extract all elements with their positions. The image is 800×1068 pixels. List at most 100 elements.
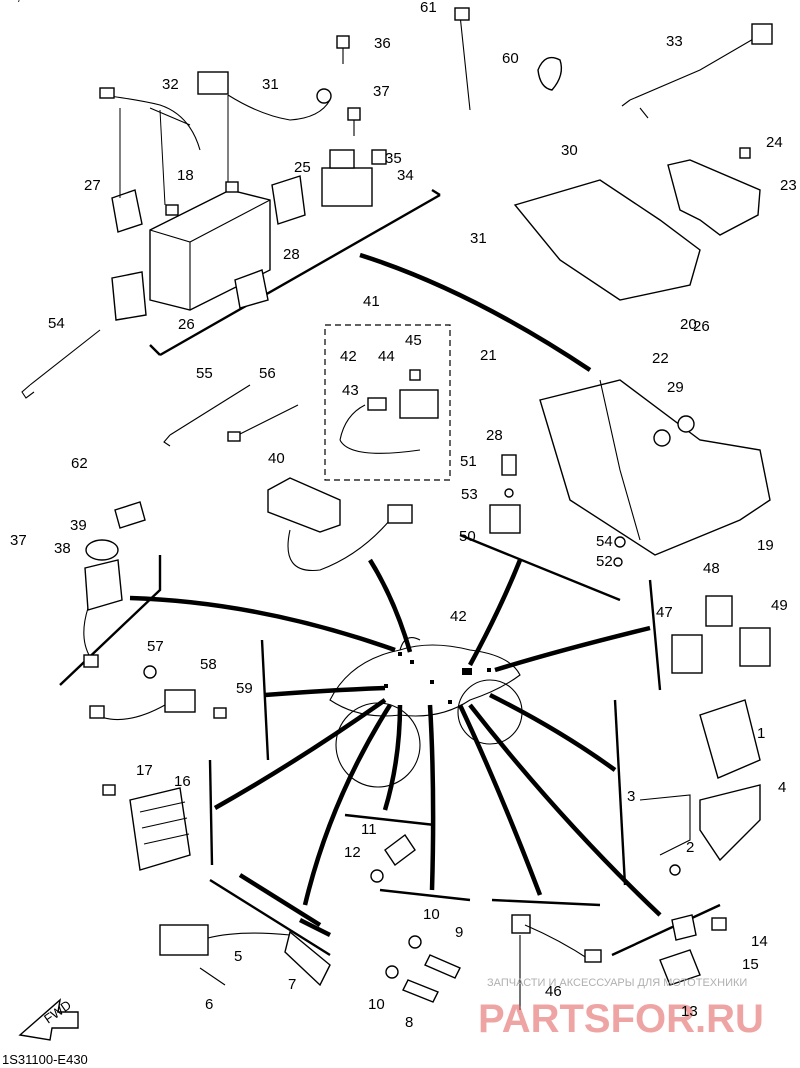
callout-31: 31 <box>262 76 279 93</box>
callout-36: 36 <box>374 35 391 52</box>
rectifier-regulator-16 <box>102 784 191 871</box>
callout-43: 43 <box>342 382 359 399</box>
callout-10: 10 <box>368 996 385 1013</box>
battery-pad-28b <box>234 269 269 309</box>
callout-41: 41 <box>363 293 380 310</box>
lead-wire-34 <box>629 37 756 101</box>
callout-51: 51 <box>460 453 477 470</box>
callout-61: 61 <box>420 0 437 16</box>
callout-39: 39 <box>70 517 87 534</box>
callout-62: 62 <box>71 455 88 472</box>
callout-37: 37 <box>373 83 390 100</box>
sensor-47 <box>511 914 602 1010</box>
callout-27: 27 <box>84 177 101 194</box>
callout-10: 10 <box>423 906 440 923</box>
battery-cable-33 <box>101 94 201 151</box>
callout-58: 58 <box>200 656 217 673</box>
callout-55: 55 <box>196 365 213 382</box>
sub-harness-41 <box>267 477 413 572</box>
callout-28: 28 <box>486 427 503 444</box>
callout-5: 5 <box>234 948 242 965</box>
fwd-arrow-icon: FWD <box>18 997 79 1041</box>
sensor-58-group <box>89 665 227 721</box>
callout-26: 26 <box>693 318 710 335</box>
group-brackets <box>59 188 721 957</box>
watermark: ЗАПЧАСТИ И АКСЕССУАРЫ ДЛЯ МОТОТЕХНИКИ PA… <box>478 977 764 1041</box>
callout-42: 42 <box>340 348 357 365</box>
main-switch-group <box>83 501 146 668</box>
callout-34: 34 <box>397 167 414 184</box>
callout-42: 42 <box>450 608 467 625</box>
cable-ties-left <box>21 329 299 447</box>
callout-48: 48 <box>703 560 720 577</box>
callout-7: 7 <box>288 976 296 993</box>
callout-52: 52 <box>596 553 613 570</box>
callout-53: 53 <box>461 486 478 503</box>
callout-56: 56 <box>259 365 276 382</box>
callout-20: 20 <box>680 316 697 333</box>
callout-28: 28 <box>283 246 300 263</box>
callout-50: 50 <box>459 528 476 545</box>
watermark-top-text: ЗАПЧАСТИ И АКСЕССУАРЫ ДЛЯ МОТОТЕХНИКИ <box>487 977 747 989</box>
callout-23: 23 <box>780 177 797 194</box>
group-leader-lines <box>129 252 662 938</box>
battery-box-19 <box>513 179 771 556</box>
battery-pad-26b <box>271 175 306 225</box>
callout-22: 22 <box>652 350 669 367</box>
callout-6: 6 <box>205 996 213 1013</box>
fuse-box-group-42 <box>324 324 451 481</box>
callout-25: 25 <box>294 159 311 176</box>
relay-51 <box>489 454 626 567</box>
callout-4: 4 <box>778 779 786 796</box>
callout-46: 46 <box>545 983 562 1000</box>
callout-49: 49 <box>771 597 788 614</box>
callout-35: 35 <box>385 150 402 167</box>
callout-59: 59 <box>236 680 253 697</box>
callout-19: 19 <box>757 537 774 554</box>
sensor-group-13-15 <box>659 914 727 986</box>
callout-38: 38 <box>54 540 71 557</box>
callout-8: 8 <box>405 1014 413 1031</box>
callout-11: 11 <box>361 821 377 838</box>
callout-30: 30 <box>561 142 578 159</box>
callout-37: 37 <box>10 532 27 549</box>
callout-9: 9 <box>455 924 463 941</box>
callout-15: 15 <box>742 956 759 973</box>
bracket-24 <box>667 147 761 236</box>
callout-12: 12 <box>344 844 361 861</box>
callout-40: 40 <box>268 450 285 467</box>
callout-3: 3 <box>627 788 635 805</box>
sensor-group-8-10 <box>385 935 461 1003</box>
battery-group <box>99 35 387 321</box>
callout-16: 16 <box>174 773 191 790</box>
battery-pad-28a <box>111 189 143 233</box>
callout-60: 60 <box>502 50 519 67</box>
callout-44: 44 <box>378 348 395 365</box>
callout-1: 1 <box>757 725 765 742</box>
callout-26: 26 <box>178 316 195 333</box>
top-accessories <box>454 7 773 119</box>
callout-17: 17 <box>136 762 153 779</box>
ecu-group <box>639 699 761 876</box>
callout-31: 31 <box>470 230 487 247</box>
callout-63-64: 63, 64 <box>0 0 42 4</box>
callout-29: 29 <box>667 379 684 396</box>
callout-54: 54 <box>48 315 65 332</box>
ignition-coil-group <box>159 924 331 987</box>
callout-14: 14 <box>751 933 768 950</box>
callout-18: 18 <box>177 167 194 184</box>
callout-2: 2 <box>686 839 694 856</box>
sensor-11 <box>370 833 416 883</box>
callout-47: 47 <box>656 604 673 621</box>
bolt-37-lower <box>347 107 361 136</box>
starter-relay <box>321 149 387 207</box>
battery-cable-32 <box>227 94 331 121</box>
bolt-37-upper <box>336 35 350 64</box>
battery-pad-26a <box>111 271 147 321</box>
callout-21: 21 <box>480 347 497 364</box>
watermark-brand: PARTSFOR.RU <box>478 997 764 1041</box>
callout-54: 54 <box>596 533 613 550</box>
callout-45: 45 <box>405 332 422 349</box>
